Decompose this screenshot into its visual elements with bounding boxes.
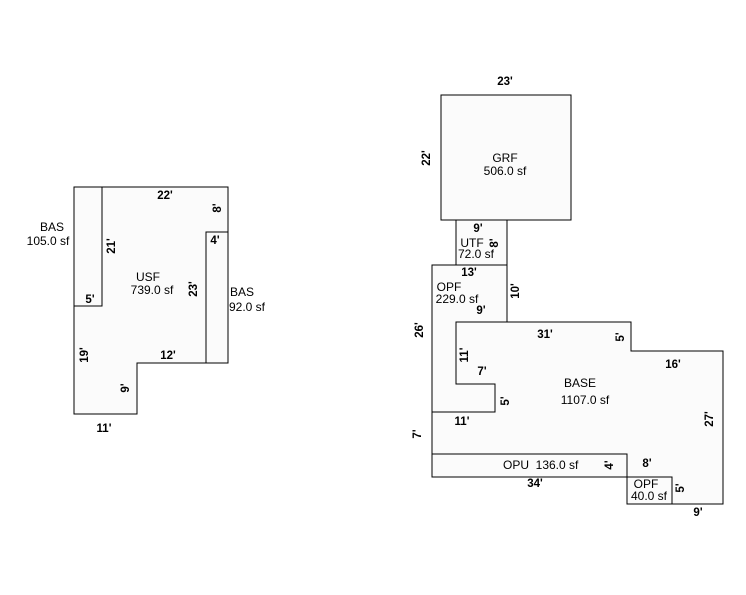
dim-usf-top-right: 8' bbox=[212, 203, 224, 212]
dim-bas-right-height: 23' bbox=[188, 281, 200, 297]
grf-area: 506.0 sf bbox=[484, 164, 527, 178]
utf-code: UTF bbox=[460, 236, 483, 250]
dim-grf-width: 23' bbox=[497, 76, 513, 88]
dim-right-side: 27' bbox=[704, 411, 716, 427]
bas-right-code: BAS bbox=[230, 285, 254, 299]
opf-lower-area: 40.0 sf bbox=[631, 489, 668, 503]
utf-area: 72.0 sf bbox=[458, 247, 495, 261]
dim-base-top: 31' bbox=[537, 329, 553, 341]
usf-area-outline bbox=[73, 186, 229, 415]
bas-right-area-outline bbox=[205, 231, 229, 364]
dim-inner-bump: 5' bbox=[500, 396, 512, 405]
dim-base-upper-right: 16' bbox=[665, 359, 681, 371]
opf-lower-area-outline bbox=[626, 476, 673, 505]
usf-code: USF bbox=[136, 270, 160, 284]
dim-opf-top: 13' bbox=[461, 267, 477, 279]
opu-code: OPU bbox=[503, 458, 529, 472]
opf-upper-area-outline bbox=[431, 264, 508, 413]
grf-area-outline bbox=[440, 94, 572, 221]
left-building-sketch: BAS 105.0 sf USF 739.0 sf BAS 92.0 sf 22… bbox=[27, 186, 266, 435]
bas-left-area-outline bbox=[73, 186, 103, 307]
dim-notch-height: 9' bbox=[120, 383, 132, 392]
bas-left-code: BAS bbox=[40, 220, 64, 234]
bas-right-area: 92.0 sf bbox=[229, 300, 266, 314]
dim-bottom-right: 9' bbox=[693, 507, 702, 519]
dim-usf-bottom: 11' bbox=[97, 423, 112, 435]
dim-grf-height: 22' bbox=[421, 150, 433, 166]
dim-opu-height: 4' bbox=[604, 460, 616, 469]
right-building-sketch: GRF 506.0 sf UTF 72.0 sf OPF 229.0 sf BA… bbox=[412, 76, 724, 519]
dim-utf-height: 8' bbox=[489, 238, 501, 247]
usf-area: 739.0 sf bbox=[131, 283, 174, 297]
dim-usf-top: 22' bbox=[157, 190, 173, 202]
opu-area: 136.0 sf bbox=[536, 458, 579, 472]
bas-left-area: 105.0 sf bbox=[27, 234, 70, 248]
dim-opf-lower-top: 8' bbox=[642, 458, 651, 470]
dim-left-side: 26' bbox=[414, 322, 426, 338]
base-code: BASE bbox=[564, 376, 596, 390]
base-area: 1107.0 sf bbox=[561, 393, 610, 407]
dim-usf-left-height: 19' bbox=[79, 347, 91, 363]
dim-opf-right: 10' bbox=[510, 283, 522, 299]
dim-opu-bottom: 34' bbox=[527, 478, 543, 490]
dim-bas-right-width: 4' bbox=[210, 235, 219, 247]
dim-opf-bottom: 9' bbox=[476, 305, 485, 317]
dim-bas-left-height: 21' bbox=[106, 238, 118, 254]
dim-notch-width: 12' bbox=[160, 350, 176, 362]
dim-opf-lower-height: 5' bbox=[675, 483, 687, 492]
opf-upper-code: OPF bbox=[437, 280, 462, 294]
opf-upper-area: 229.0 sf bbox=[436, 292, 479, 306]
dim-lower-left-height: 7' bbox=[412, 429, 424, 438]
dim-utf-width: 9' bbox=[473, 223, 482, 235]
opf-lower-code: OPF bbox=[634, 477, 659, 491]
dim-bas-left-width: 5' bbox=[85, 294, 94, 306]
dim-base-step: 5' bbox=[615, 332, 627, 341]
grf-code: GRF bbox=[492, 151, 517, 165]
dim-inner-height: 11' bbox=[459, 347, 471, 362]
dim-inner-width: 7' bbox=[477, 366, 486, 378]
dim-lower-left-width: 11' bbox=[455, 416, 470, 428]
opu-area-outline bbox=[431, 453, 628, 478]
